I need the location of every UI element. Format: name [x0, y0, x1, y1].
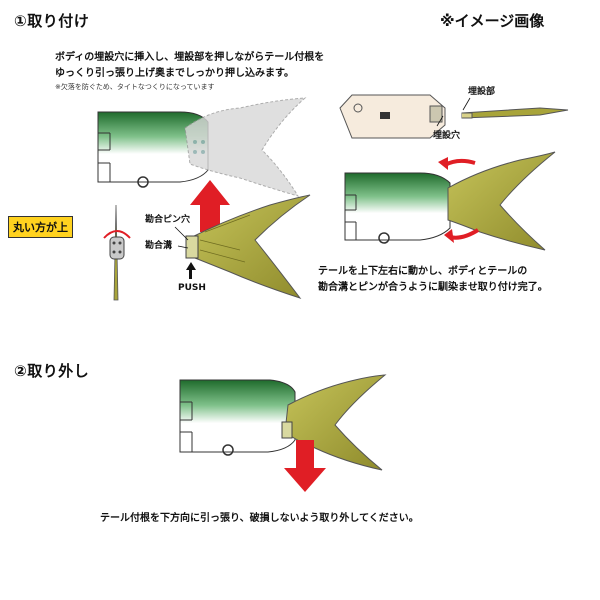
label-push: PUSH: [178, 283, 206, 293]
detach-instruction: テール付根を下方向に引っ張り、破損しないよう取り外してください。: [100, 513, 419, 524]
attach-footnote: ※欠落を防ぐため、タイトなつくりになっています: [55, 83, 215, 91]
label-embed-part: 埋設部: [468, 87, 496, 97]
push-up-arrow: [190, 180, 230, 232]
label-embed-hole: 埋設穴: [433, 131, 461, 141]
round-side-up-badge: 丸い方が上: [8, 216, 73, 238]
tail-front-view: [103, 204, 131, 301]
attach-instruction-line2: ゆっくり引っ張り上げ奥までしっかり押し込みます。: [55, 68, 294, 79]
lure-body-right: [344, 151, 556, 251]
pull-down-arrow: [284, 440, 326, 492]
attach-instruction-line1: ボディの埋設穴に挿入し、埋設部を押しながらテール付根を: [55, 52, 325, 63]
section-title-detach: ②取り外し: [14, 362, 90, 380]
ghost-tail: [184, 97, 307, 197]
label-pin-hole: 勘合ピン穴: [145, 215, 191, 225]
image-note: ※イメージ画像: [440, 12, 545, 30]
lure-body-top-left: [97, 111, 209, 188]
embed-part-diagram: [339, 94, 569, 139]
move-instruction-line2: 勘合溝とピンが合うように馴染ませ取り付け完了。: [318, 282, 548, 293]
tail-push-view: [174, 194, 311, 299]
section-title-attach: ①取り付け: [14, 12, 90, 30]
move-instruction-line1: テールを上下左右に動かし、ボディとテールの: [318, 266, 528, 277]
label-groove: 勘合溝: [145, 241, 173, 251]
wiggle-arrows: [438, 157, 480, 243]
lure-body-detach: [179, 374, 387, 471]
